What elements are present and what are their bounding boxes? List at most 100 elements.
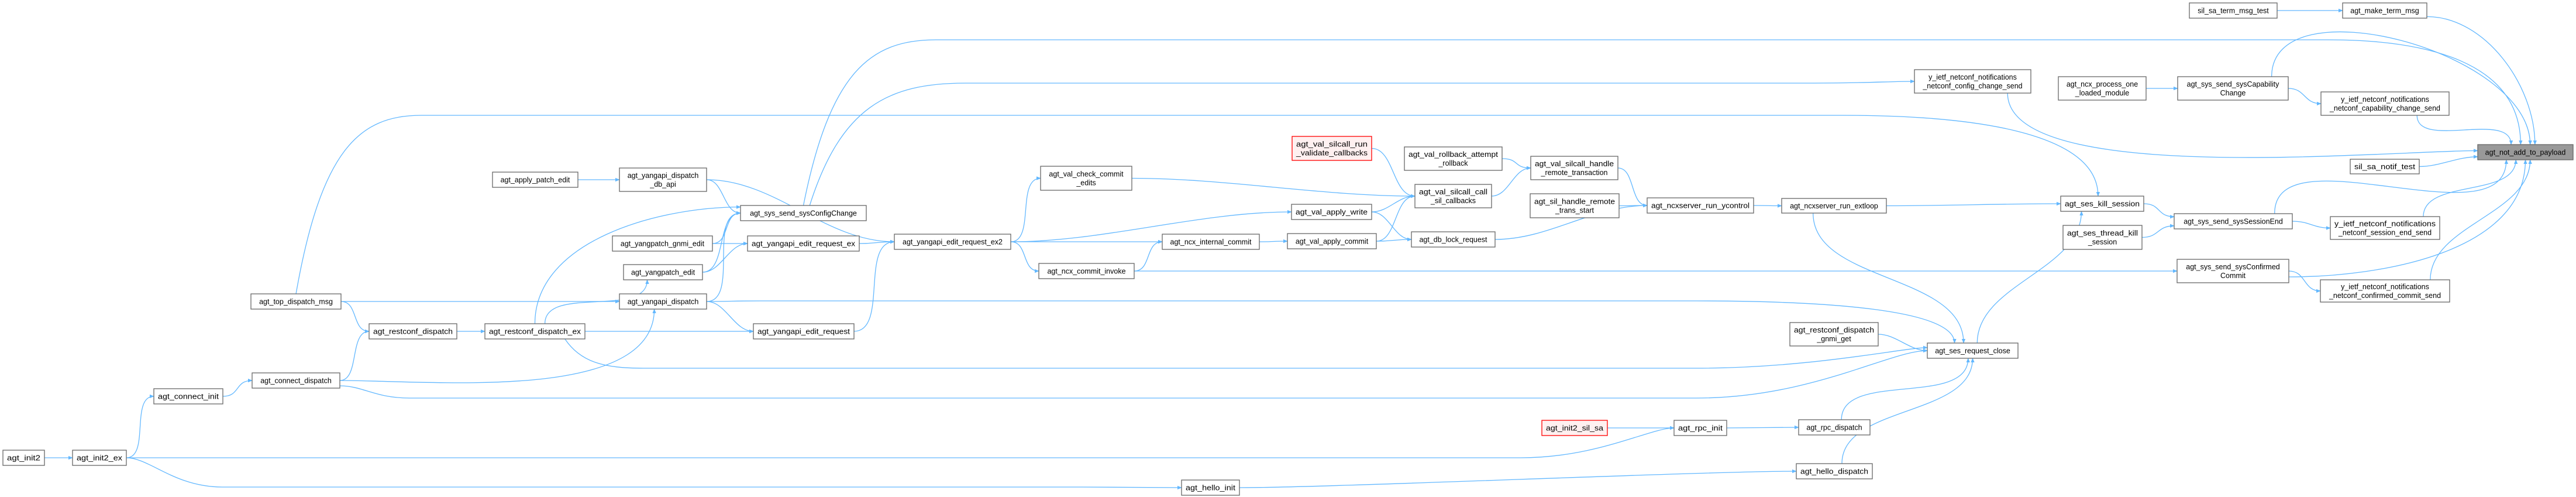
node-ncx_commit_invoke[interactable]: agt_ncx_commit_invoke [1038,263,1135,279]
node-sysConfigChange[interactable]: agt_sys_send_sysConfigChange [740,205,867,221]
node-rpc_dispatch[interactable]: agt_rpc_dispatch [1798,419,1871,436]
node-extloop[interactable]: agt_ncxserver_run_extloop [1781,198,1887,214]
node-box [2062,225,2143,250]
node-sysSessionEnd[interactable]: agt_sys_send_sysSessionEnd [2174,213,2293,229]
node-hello_init[interactable]: agt_hello_init [1181,479,1240,496]
node-thread_kill[interactable]: agt_ses_thread_kill_session [2062,225,2143,250]
node-validate_callbacks[interactable]: agt_val_silcall_run_validate_callbacks [1292,136,1372,161]
node-capability_change_send[interactable]: y_ietf_netconf_notifications_netconf_cap… [2320,91,2450,116]
node-label: agt_restconf_dispatch_ex [489,328,581,336]
edge-sysCapabilityChange-to-payload [2271,31,2532,145]
node-ncx_internal_commit[interactable]: agt_ncx_internal_commit [1162,234,1260,250]
node-label: _edits [1076,179,1096,187]
node-label: agt_hello_dispatch [1800,468,1868,476]
edge-yangapi_dispatch-to-sysConfigChange [706,211,741,302]
edge-sysConfirmedCommit-to-confirmed_commit_send [2288,270,2321,293]
node-label: _netconf_session_end_send [2338,229,2432,237]
node-dispatch_db_api[interactable]: agt_yangapi_dispatch_db_api [619,167,707,192]
node-box [619,167,707,192]
edge-ycontrol-to-extloop [1753,204,1782,208]
node-box [1541,420,1608,436]
node-box [2320,91,2450,116]
node-check_commit_edits[interactable]: agt_val_check_commit_edits [1040,166,1132,191]
node-box [1181,479,1240,496]
node-ycontrol[interactable]: agt_ncxserver_run_ycontrol [1647,197,1754,214]
edge-sysSessionEnd-to-payload [2274,159,2509,214]
node-box [2477,144,2574,160]
edge-gnmi_get-to-ses_request_close [1878,334,1928,353]
node-box [2176,259,2289,283]
node-label: agt_ses_kill_session [2065,200,2140,208]
node-payload[interactable]: agt_not_add_to_payload [2477,144,2574,160]
node-box [153,388,223,405]
edge-validate_callbacks-to-silcall_call [1371,148,1416,198]
edge-init2_ex-to-hello_init [126,457,1182,490]
node-rollback[interactable]: agt_val_rollback_attempt_rollback [1404,146,1503,171]
node-ex2[interactable]: agt_yangapi_edit_request_ex2 [894,234,1011,250]
node-val_apply_commit[interactable]: agt_val_apply_commit [1287,233,1377,249]
node-label: agt_yangapi_dispatch [628,172,699,180]
node-apply_patch_edit[interactable]: agt_apply_patch_edit [492,172,578,188]
node-label: agt_connect_init [158,393,219,401]
node-label: _session [2088,238,2117,246]
node-yangpatch_edit[interactable]: agt_yangpatch_edit [623,264,703,280]
node-restconf_dispatch[interactable]: agt_restconf_dispatch [369,323,457,340]
edge-dispatch_db_api-to-sysConfigChange [706,179,741,215]
node-init2[interactable]: agt_init2 [2,450,45,466]
node-edit_request[interactable]: agt_yangapi_edit_request [753,323,855,340]
edge-hello_dispatch-to-ses_request_close [1841,358,1975,464]
node-process_one_loaded[interactable]: agt_ncx_process_one_loaded_module [2058,76,2147,101]
edge-connect_init-to-connect_dispatch [222,378,253,397]
node-edit_request_ex[interactable]: agt_yangapi_edit_request_ex [747,235,860,252]
node-silcall_call[interactable]: agt_val_silcall_call_sil_callbacks [1414,184,1492,208]
node-label: agt_yangapi_edit_request_ex [752,240,856,248]
node-connect_dispatch[interactable]: agt_connect_dispatch [252,372,340,389]
node-label: agt_not_add_to_payload [2485,149,2566,157]
node-apply_write[interactable]: agt_val_apply_write [1291,204,1372,220]
node-label: sil_sa_notif_test [2354,163,2416,171]
node-label: agt_yangpatch_gnmi_edit [621,240,705,248]
node-rpc_init[interactable]: agt_rpc_init [1673,420,1727,436]
node-notif_test[interactable]: sil_sa_notif_test [2350,159,2420,174]
node-yangapi_dispatch[interactable]: agt_yangapi_dispatch [619,293,707,310]
edge-init2_ex-to-rpc_init [126,426,1675,458]
node-hello_dispatch[interactable]: agt_hello_dispatch [1796,463,1873,479]
node-box [252,372,340,389]
node-label: agt_ncx_commit_invoke [1047,268,1125,276]
node-label: _loaded_module [2075,89,2129,97]
node-label: agt_val_rollback_attempt [1408,150,1499,159]
node-restconf_dispatch_ex[interactable]: agt_restconf_dispatch_ex [484,323,586,340]
node-make_term_msg[interactable]: agt_make_term_msg [2342,2,2427,19]
node-box [894,234,1011,250]
node-label: _db_api [649,180,676,188]
node-handle_remote_transaction[interactable]: agt_val_silcall_handle_remote_transactio… [1530,156,1618,180]
node-label: agt_sys_send_sysConfigChange [750,210,857,218]
node-top_dispatch_msg[interactable]: agt_top_dispatch_msg [250,293,342,310]
edge-sysSessionEnd-to-session_end_send [2292,221,2331,230]
node-connect_init[interactable]: agt_connect_init [153,388,223,405]
edge-sysCapabilityChange-to-capability_change_send [2288,88,2322,106]
node-ses_kill_session[interactable]: agt_ses_kill_session [2060,196,2144,212]
node-box [740,205,867,221]
node-box [753,323,855,340]
node-gnmi_get[interactable]: agt_restconf_dispatch_gnmi_get [1789,322,1879,347]
node-confirmed_commit_send[interactable]: y_ietf_netconf_notifications_netconf_con… [2320,279,2450,303]
node-label: agt_ncx_internal_commit [1170,238,1252,246]
node-gnmi_edit[interactable]: agt_yangpatch_gnmi_edit [612,235,713,252]
node-session_end_send[interactable]: y_ietf_netconf_notifications_netconf_ses… [2330,216,2440,240]
node-ses_request_close[interactable]: agt_ses_request_close [1927,342,2019,359]
node-init2_ex[interactable]: agt_init2_ex [72,450,127,466]
node-db_lock_request[interactable]: agt_db_lock_request [1411,231,1496,248]
node-config_change_send[interactable]: y_ietf_netconf_notifications_netconf_con… [1914,69,2031,94]
node-label: agt_ncx_process_one [2067,80,2138,88]
node-label: agt_init2_sil_sa [1546,424,1603,433]
edge-yangapi_dispatch-to-ses_request_close [706,300,1957,344]
edge-ex2-to-ncx_commit_invoke [1010,241,1039,273]
node-trans_start[interactable]: agt_sil_handle_remote_trans_start [1530,193,1620,218]
node-sil_sa_term_msg_test[interactable]: sil_sa_term_msg_test [2189,2,2278,19]
node-init2_sil_sa[interactable]: agt_init2_sil_sa [1541,420,1608,436]
node-box [2350,159,2420,174]
node-box [1796,463,1873,479]
